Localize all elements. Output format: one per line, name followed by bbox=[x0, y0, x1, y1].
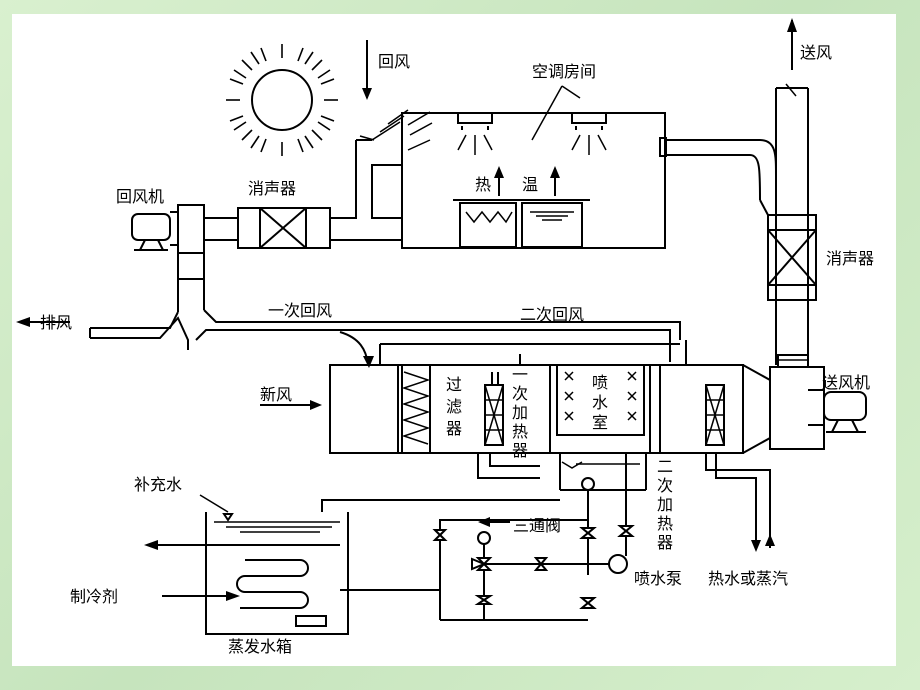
diagram-sheet bbox=[12, 14, 896, 666]
label-spray-chamber: 喷水室 bbox=[592, 373, 608, 432]
label-hot-water-steam: 热水或蒸汽 bbox=[708, 569, 788, 588]
room-humidifier bbox=[521, 202, 583, 248]
label-supply-fan: 送风机 bbox=[822, 373, 870, 392]
label-secondary-return: 二次回风 bbox=[520, 305, 584, 324]
label-silencer-left: 消声器 bbox=[248, 179, 296, 198]
label-temp: 温 bbox=[522, 175, 538, 194]
air-handling-unit bbox=[329, 364, 744, 454]
label-primary-heater: 一次加热器 bbox=[512, 365, 528, 460]
return-fan-motor bbox=[131, 213, 171, 241]
spray-chamber bbox=[556, 364, 645, 436]
silencer-right bbox=[767, 214, 817, 301]
silencer-left bbox=[237, 207, 331, 249]
svg-text:二次加热器: 二次加热器 bbox=[657, 457, 673, 552]
label-return-fan: 回风机 bbox=[116, 187, 164, 206]
label-supply-air: 送风 bbox=[800, 43, 832, 62]
label-ac-room: 空调房间 bbox=[532, 62, 596, 81]
label-return-air: 回风 bbox=[378, 52, 410, 71]
valve-symbols bbox=[432, 525, 635, 609]
label-evaporator-tank: 蒸发水箱 bbox=[228, 637, 292, 656]
label-heat: 热 bbox=[475, 175, 491, 194]
label-makeup-water: 补充水 bbox=[134, 475, 182, 494]
filter bbox=[401, 364, 431, 454]
sun-icon bbox=[226, 44, 338, 156]
label-fresh-air: 新风 bbox=[260, 385, 292, 404]
solar-rays bbox=[371, 109, 433, 151]
label-three-way-valve: 三通阀 bbox=[513, 516, 561, 535]
svg-text:过滤器: 过滤器 bbox=[446, 375, 462, 438]
ceiling-diffuser-left bbox=[457, 112, 493, 155]
label-silencer-right: 消声器 bbox=[826, 249, 874, 268]
label-filter: 过滤器 bbox=[446, 375, 462, 438]
room-heater bbox=[459, 202, 517, 248]
label-refrigerant: 制冷剂 bbox=[70, 587, 118, 606]
supply-fan-motor bbox=[823, 391, 867, 421]
label-exhaust: 排风 bbox=[40, 313, 72, 332]
svg-text:一次加热器: 一次加热器 bbox=[512, 365, 528, 460]
evaporator-coil bbox=[236, 559, 309, 609]
ceiling-diffuser-right bbox=[571, 112, 607, 155]
label-secondary-heater: 二次加热器 bbox=[657, 457, 673, 552]
svg-text:喷水室: 喷水室 bbox=[592, 373, 608, 432]
return-fan-outlet bbox=[177, 252, 205, 280]
label-primary-return: 一次回风 bbox=[268, 301, 332, 320]
label-spray-pump: 喷水泵 bbox=[634, 569, 682, 588]
